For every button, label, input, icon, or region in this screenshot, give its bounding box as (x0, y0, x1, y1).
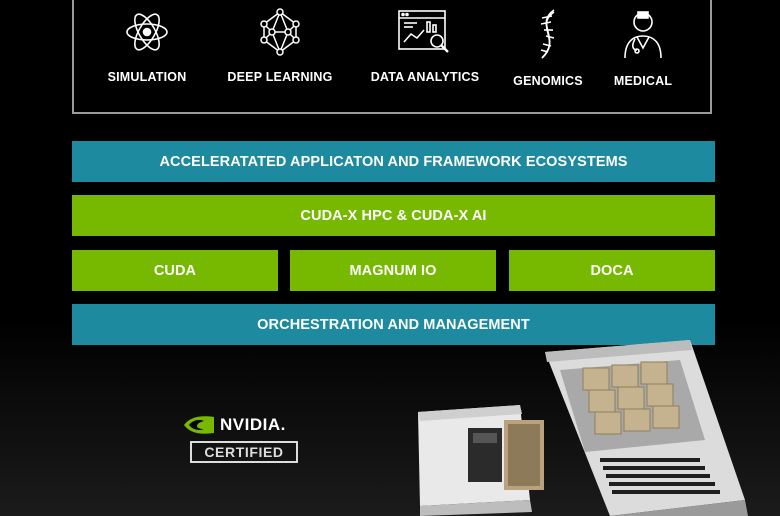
nvidia-eye-logo-icon (184, 416, 214, 434)
orchestration-layer: ORCHESTRATION AND MANAGEMENT (72, 304, 715, 345)
trademark-dot: . (280, 415, 286, 434)
dna-icon (540, 9, 555, 59)
applications-panel: SIMULATION DEEP LEARNING (72, 0, 712, 114)
ecosystems-layer: ACCELERATATED APPLICATON AND FRAMEWORK E… (72, 141, 715, 182)
app-label: SIMULATION (107, 70, 187, 84)
nvidia-brand-text: NVIDIA (220, 415, 281, 434)
nvidia-certified-badge: NVIDIA . CERTIFIED (184, 415, 298, 463)
doca-layer: DOCA (509, 250, 715, 291)
magnum-io-layer: MAGNUM IO (290, 250, 496, 291)
doctor-icon (624, 11, 662, 59)
cuda-layer: CUDA (72, 250, 278, 291)
atom-icon (126, 13, 168, 51)
app-medical: MEDICAL (578, 0, 708, 88)
app-label: DEEP LEARNING (227, 70, 333, 84)
app-label: DATA ANALYTICS (370, 70, 480, 84)
app-genomics: GENOMICS (483, 0, 613, 88)
cuda-x-layer: CUDA-X HPC & CUDA-X AI (72, 195, 715, 236)
app-label: MEDICAL (613, 74, 673, 88)
neural-network-icon (260, 8, 300, 56)
app-simulation: SIMULATION (82, 0, 212, 84)
app-data-analytics: DATA ANALYTICS (360, 0, 490, 84)
app-label: GENOMICS (513, 74, 583, 88)
app-deep-learning: DEEP LEARNING (215, 0, 345, 84)
analytics-dashboard-icon (398, 10, 449, 53)
certified-label: CERTIFIED (190, 441, 298, 463)
